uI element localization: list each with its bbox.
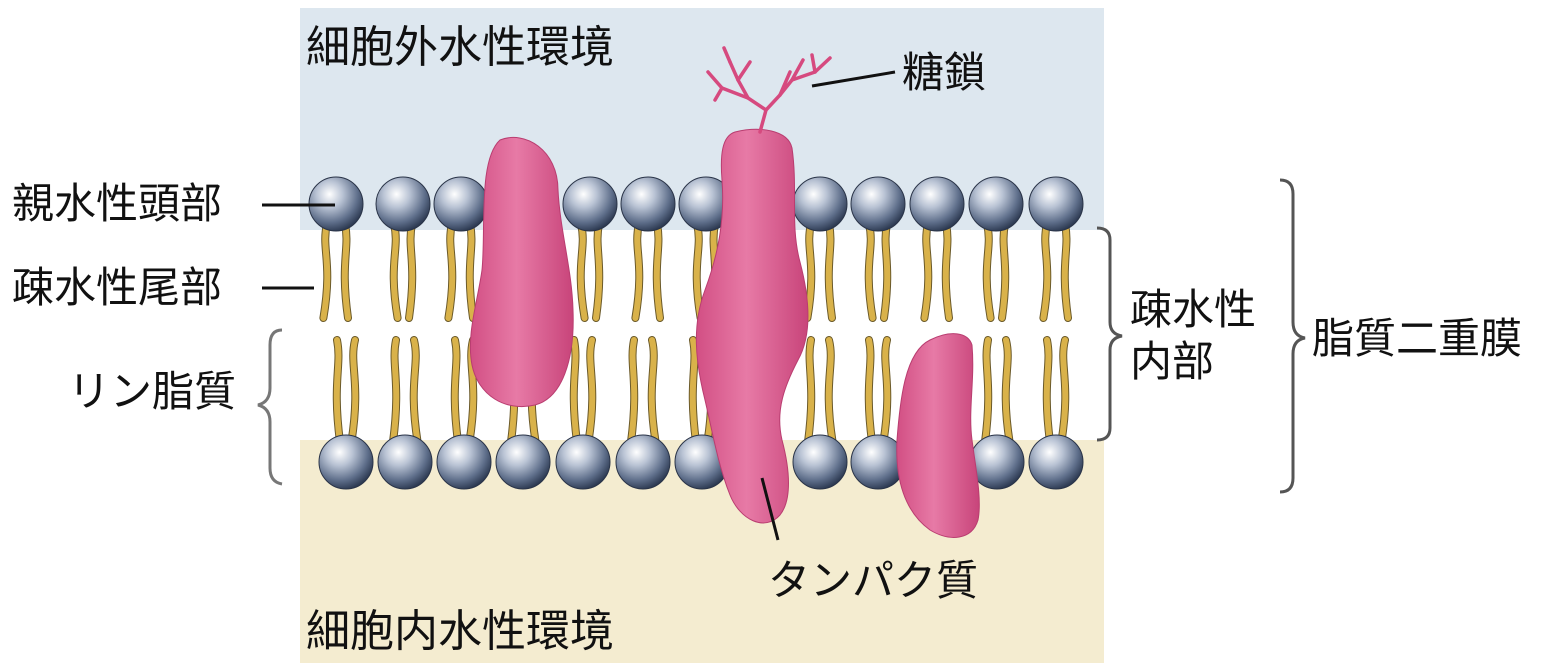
lipid-tail xyxy=(596,224,599,318)
lipid-tail xyxy=(985,340,988,442)
lipid-tail xyxy=(409,224,412,318)
lipid-tail xyxy=(345,224,348,318)
lipid-tail xyxy=(884,224,887,318)
lipid-bilayer-label: 脂質二重膜 xyxy=(1312,318,1522,360)
lipid-tail xyxy=(337,340,340,442)
lipid-head xyxy=(969,177,1023,231)
lipid-tail xyxy=(455,340,458,442)
lipid-head xyxy=(621,177,675,231)
hydrophobic-tail-label: 疎水性尾部 xyxy=(12,267,222,309)
lipid-tail xyxy=(1065,224,1068,318)
lipid-head xyxy=(434,177,488,231)
lipid-tail xyxy=(393,340,396,442)
lipid-head xyxy=(851,177,905,231)
lipid-tail xyxy=(574,340,577,442)
extracellular-label: 細胞外水性環境 xyxy=(306,26,614,70)
lipid-tail xyxy=(1002,224,1005,318)
hydrophobic-interior-line1: 疎水性 xyxy=(1130,284,1256,336)
lipid-head xyxy=(563,177,617,231)
lipid-head xyxy=(1029,435,1083,489)
lipid-head xyxy=(376,177,430,231)
intracellular-label: 細胞内水性環境 xyxy=(306,610,614,654)
phospholipid-brace xyxy=(258,330,282,484)
lipid-head xyxy=(910,177,964,231)
lipid-head xyxy=(1029,177,1083,231)
lipid-head xyxy=(556,435,610,489)
glycan-label: 糖鎖 xyxy=(902,52,986,94)
lipid-tail xyxy=(631,340,634,442)
lipid-tail xyxy=(869,340,872,442)
phospholipid-label: リン脂質 xyxy=(68,371,236,413)
protein-label: タンパク質 xyxy=(768,560,978,602)
lipid-tail xyxy=(946,224,949,318)
lipid-tail xyxy=(693,340,696,442)
lipid-bilayer-brace xyxy=(1280,180,1305,492)
lipid-tail xyxy=(829,224,832,318)
lipid-head xyxy=(496,435,550,489)
hydrophobic-interior-line2: 内部 xyxy=(1130,336,1256,388)
lipid-tail xyxy=(657,224,660,318)
lipid-head xyxy=(378,435,432,489)
lipid-head xyxy=(793,177,847,231)
hydrophilic-head-label: 親水性頭部 xyxy=(12,183,222,225)
lipid-tail xyxy=(808,340,811,442)
lipid-head xyxy=(437,435,491,489)
lipid-tail xyxy=(470,224,473,318)
lipid-tail xyxy=(1047,340,1050,442)
lipid-head xyxy=(793,435,847,489)
lipid-head xyxy=(319,435,373,489)
lipid-head xyxy=(616,435,670,489)
hydrophobic-interior-label: 疎水性 内部 xyxy=(1130,284,1256,388)
